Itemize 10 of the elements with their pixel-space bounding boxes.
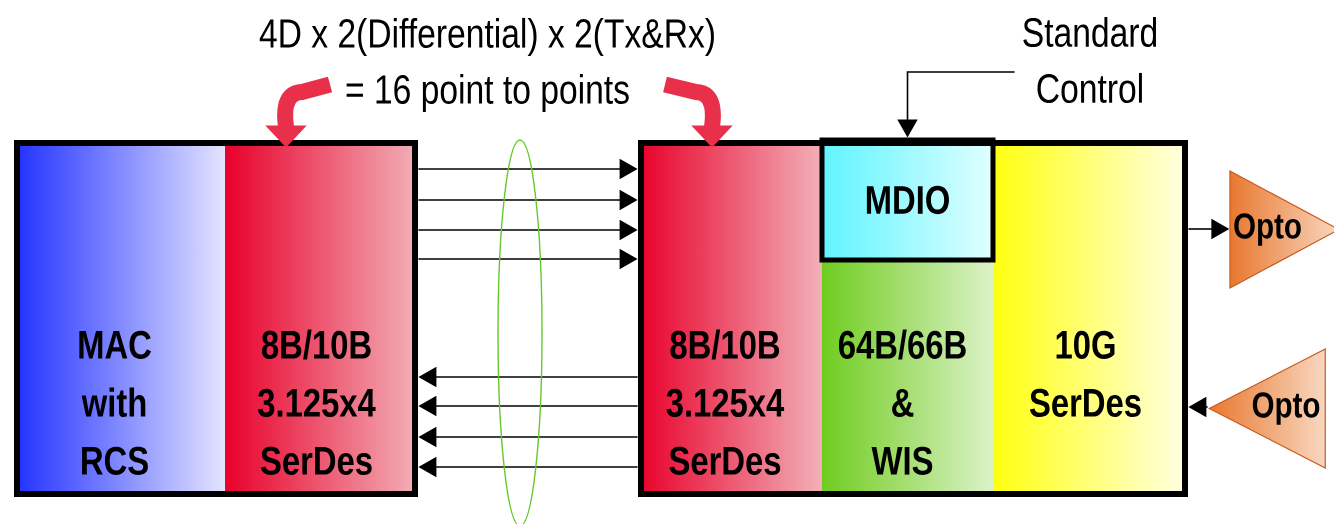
block-section: MAC with RCS	[14, 140, 225, 497]
chip-box	[638, 140, 1188, 497]
chip-box	[14, 140, 418, 497]
annotation-text: 4D x 2(Differential) x 2(Tx&Rx) = 16 point to points	[259, 17, 714, 113]
annotation-text: Standard Control	[1023, 16, 1157, 104]
block-section: 8B/10B 3.125x4 SerDes	[225, 140, 418, 497]
bundle-ellipse	[497, 139, 543, 524]
optical-triangle: Opto	[1229, 170, 1334, 289]
register-box: MDIO	[819, 137, 996, 263]
block-section: 64B/66B & WIS	[822, 260, 993, 497]
